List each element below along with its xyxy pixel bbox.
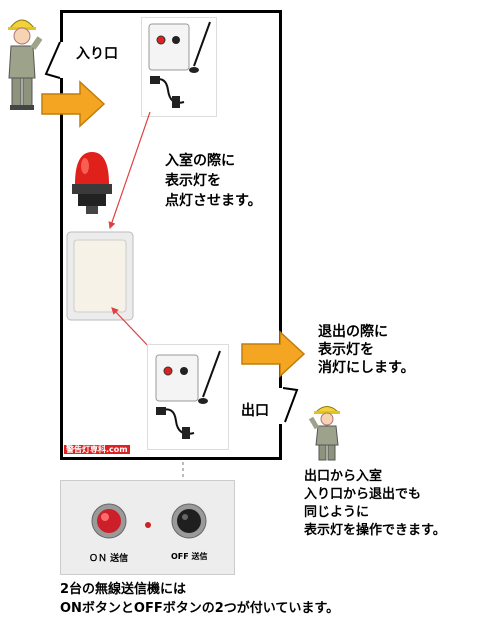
exit-arrow	[241, 330, 306, 378]
dashed-connector	[182, 462, 184, 488]
control-panel-photo: ＯＮ 送信 OFF 送信	[60, 480, 235, 575]
receiver-box-icon	[66, 231, 134, 321]
exit-label: 出口	[241, 403, 269, 419]
logo: 警告灯専科.com	[64, 444, 130, 456]
worker-icon	[8, 19, 42, 110]
enter-description: 入室の際に 表示灯を 点灯させます。	[165, 153, 262, 209]
transmitter-exit-photo	[147, 344, 229, 450]
receiver-box-photo	[65, 230, 135, 322]
entrance-door	[44, 41, 66, 79]
off-button-label: OFF 送信	[171, 552, 208, 561]
transmitter-entrance-photo	[141, 17, 217, 117]
rotating-lamp-icon	[72, 152, 112, 214]
exit-description: 退出の際に 表示灯を 消灯にします。	[318, 324, 415, 376]
logo-mark: 警告灯専科.com	[64, 445, 130, 454]
on-button-label: ＯＮ 送信	[89, 554, 129, 564]
bidirectional-description: 出口から入室 入り口から退出でも 同じように 表示灯を操作できます。	[304, 469, 446, 538]
transmitter-icon	[91, 503, 207, 539]
transmitter-icon	[148, 21, 211, 108]
lamp-photo	[66, 148, 118, 218]
connector-lines	[108, 111, 153, 351]
transmitter-icon	[155, 350, 221, 439]
bottom-note: 2台の無線送信機には ONボタンとOFFボタンの2つが付いています。	[60, 582, 340, 616]
exit-door	[279, 387, 299, 424]
entrance-label: 入り口	[76, 46, 118, 62]
worker-icon	[308, 406, 340, 461]
enter-arrow	[41, 80, 106, 128]
